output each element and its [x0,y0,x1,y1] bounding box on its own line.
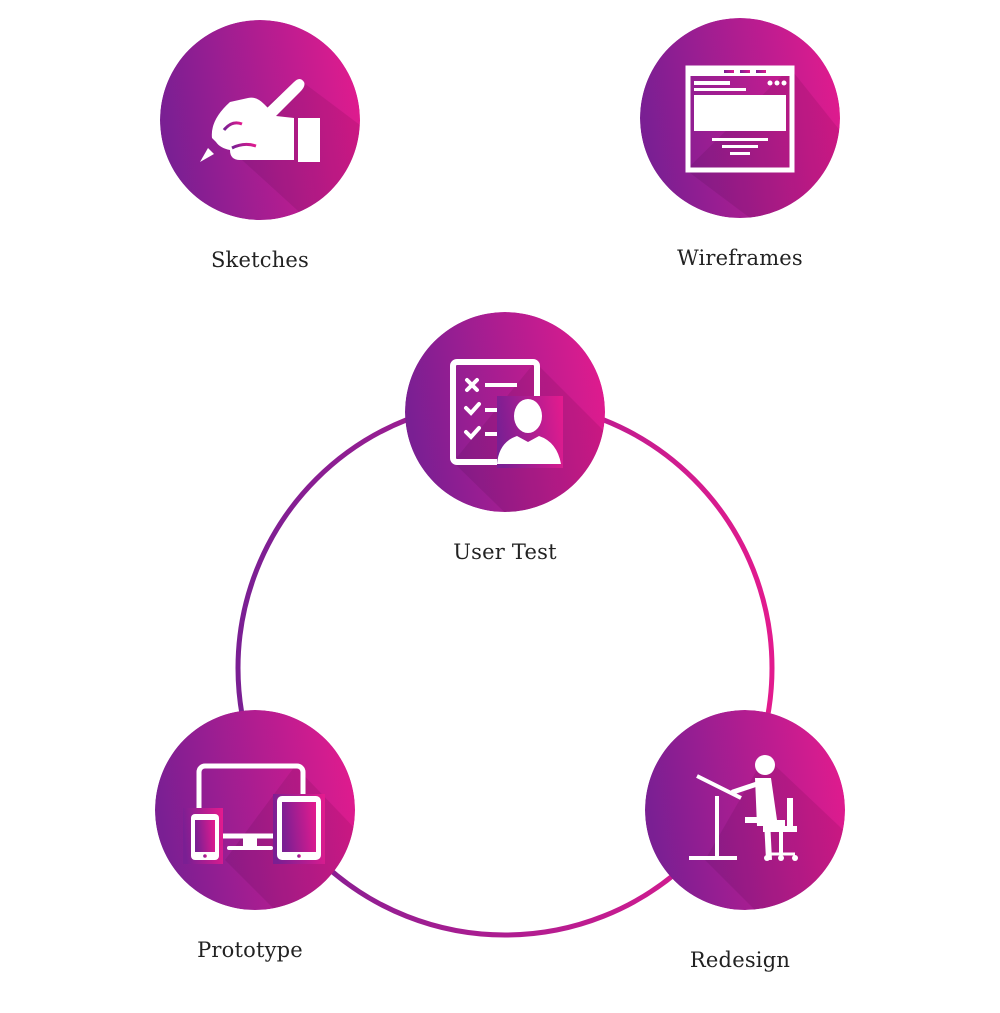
devices-icon [155,710,355,910]
sketches-label: Sketches [210,248,310,272]
sketches-node [160,20,360,220]
prototype-label: Prototype [197,938,303,962]
redesign-node [645,710,845,910]
designer-at-desk-icon [645,710,845,910]
checklist-user-icon [405,312,605,512]
browser-wireframe-icon [640,18,840,218]
prototype-node [155,710,355,910]
wireframes-node [640,18,840,218]
wireframes-label: Wireframes [677,246,803,270]
hand-drawing-icon [160,20,360,220]
redesign-label: Redesign [689,948,791,972]
user-test-node [405,312,605,512]
user-test-label: User Test [453,540,557,564]
